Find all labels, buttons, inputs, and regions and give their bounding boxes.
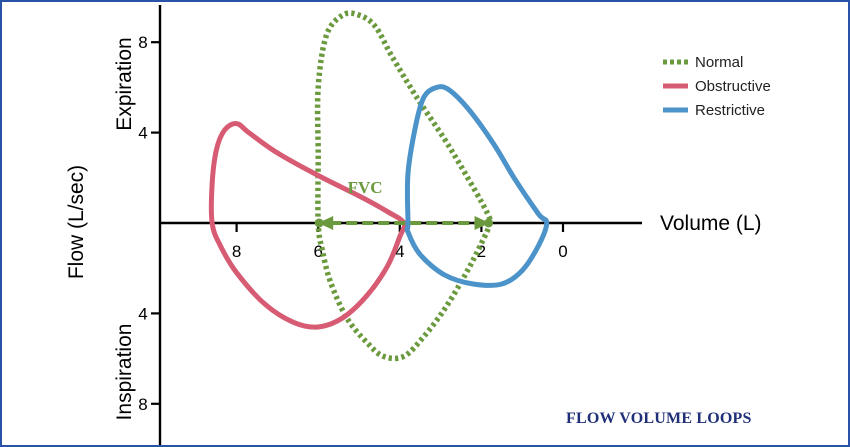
x-axis-title: Volume (L) bbox=[660, 212, 762, 235]
x-tick-label: 6 bbox=[313, 242, 322, 261]
y-tick-label: 4 bbox=[138, 304, 147, 323]
fvc-endpoint-right bbox=[484, 218, 494, 228]
x-tick-label: 8 bbox=[232, 242, 241, 261]
annotation-layer: FVC bbox=[314, 178, 494, 230]
y-tick-label: 4 bbox=[138, 124, 147, 143]
ticks-layer: 8 6 4 2 0 8 4 4 8 bbox=[138, 33, 567, 414]
y-tick-label: 8 bbox=[138, 33, 147, 52]
legend-label-obstructive: Obstructive bbox=[695, 78, 771, 95]
inspiration-label: Inspiration bbox=[113, 324, 136, 421]
y-axis-title: Flow (L/sec) bbox=[65, 165, 88, 279]
chart-title: FLOW VOLUME LOOPS bbox=[566, 410, 752, 427]
fvc-arrowhead-left bbox=[318, 216, 334, 230]
fvc-label: FVC bbox=[348, 178, 383, 197]
x-tick-label: 4 bbox=[395, 242, 404, 261]
legend-label-normal: Normal bbox=[695, 54, 743, 71]
y-tick-label: 8 bbox=[138, 395, 147, 414]
legend-label-restrictive: Restrictive bbox=[695, 102, 765, 119]
x-tick-label: 0 bbox=[558, 242, 567, 261]
fvc-arrowhead-right bbox=[474, 216, 490, 230]
series-obstructive-loop bbox=[208, 121, 407, 330]
series-restrictive-loop bbox=[404, 84, 550, 288]
expiration-label: Expiration bbox=[113, 37, 136, 130]
x-tick-label: 2 bbox=[477, 242, 486, 261]
fvc-endpoint-left bbox=[314, 218, 324, 228]
